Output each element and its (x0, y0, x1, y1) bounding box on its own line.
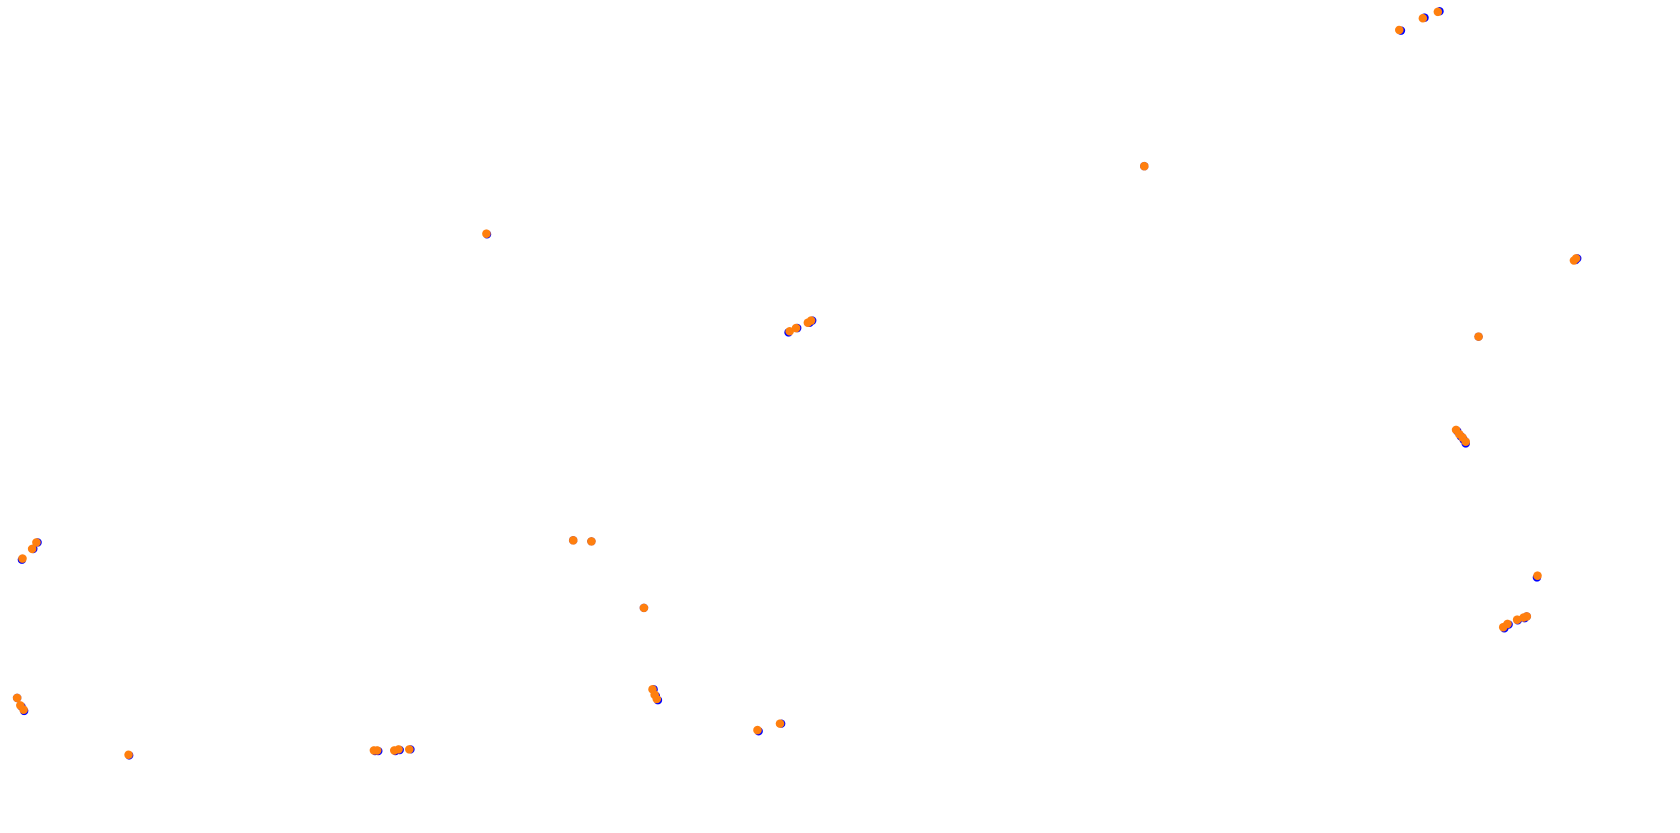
data-point (372, 746, 382, 755)
data-point (19, 705, 28, 714)
data-point (587, 537, 596, 546)
data-point (639, 603, 649, 613)
data-point (1503, 619, 1512, 629)
data-point (1461, 437, 1470, 446)
data-point (791, 323, 801, 333)
data-point (1571, 254, 1581, 263)
data-point (1395, 25, 1404, 35)
data-point (27, 544, 37, 554)
series-layer (12, 6, 1582, 760)
data-point (806, 316, 816, 325)
data-point (1418, 13, 1428, 23)
data-point (652, 694, 662, 704)
data-point (394, 745, 403, 754)
data-point (568, 536, 578, 545)
data-point (32, 538, 41, 547)
data-point (753, 725, 762, 735)
data-point (785, 326, 794, 336)
data-point (18, 554, 27, 563)
data-point (405, 745, 414, 754)
data-point (482, 229, 491, 238)
data-point (1533, 571, 1542, 580)
data-point (1433, 7, 1443, 17)
data-point (1522, 612, 1532, 621)
data-point (1140, 161, 1149, 171)
series-1 (12, 7, 1581, 760)
data-point (775, 719, 785, 728)
data-point (12, 693, 22, 703)
data-point (124, 750, 133, 760)
data-point (1474, 332, 1483, 341)
